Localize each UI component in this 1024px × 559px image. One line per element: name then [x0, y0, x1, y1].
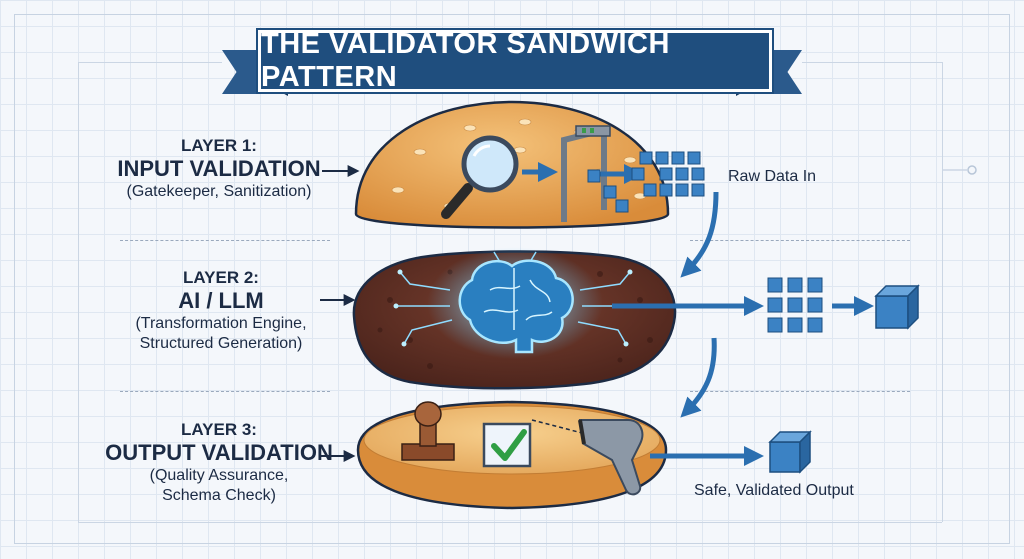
layer-2-label: LAYER 2: AI / LLM (Transformation Engine…	[96, 268, 346, 354]
page-title: THE VALIDATOR SANDWICH PATTERN	[261, 28, 670, 93]
layer-2-sub-2: Structured Generation)	[139, 335, 303, 352]
gate-scanner-icon	[561, 125, 611, 222]
frame-line-top-right	[802, 62, 942, 63]
safe-output-label: Safe, Validated Output	[694, 482, 854, 499]
cube-icon-layer-2	[874, 284, 920, 330]
frame-line-bottom	[78, 522, 942, 523]
separator-1-right	[690, 240, 910, 241]
banner-plate: THE VALIDATOR SANDWICH PATTERN	[258, 28, 772, 93]
layer-3-sub-1: (Quality Assurance,	[149, 467, 289, 484]
raw-data-in-label: Raw Data In	[728, 168, 817, 185]
frame-line-left	[78, 62, 79, 522]
magnifier-icon	[441, 135, 519, 219]
layer-2-sub-1: (Transformation Engine,	[135, 315, 307, 332]
frame-node-icon	[967, 165, 977, 175]
data-grid-icon	[767, 277, 823, 333]
cube-icon-layer-3	[768, 430, 812, 474]
outer-frame	[14, 14, 1010, 544]
layer-1-sub: (Gatekeeper, Sanitization)	[126, 183, 312, 200]
barcode-scanner-icon	[578, 419, 644, 496]
layer-3-sub-2: Schema Check)	[162, 487, 276, 504]
layer-1-heading: INPUT VALIDATION	[117, 156, 321, 181]
layer-2-tag: LAYER 2:	[183, 268, 259, 287]
separator-2-right	[690, 391, 910, 392]
layer-1-label: LAYER 1: INPUT VALIDATION (Gatekeeper, S…	[88, 136, 350, 202]
frame-line-right	[942, 62, 943, 522]
title-banner: THE VALIDATOR SANDWICH PATTERN	[222, 22, 802, 96]
checkbox-icon	[482, 422, 532, 468]
data-blocks-icon	[587, 151, 705, 213]
scanner-beam	[531, 419, 587, 435]
layer-1-tag: LAYER 1:	[181, 136, 257, 155]
separator-2-left	[120, 391, 330, 392]
layer-3-tag: LAYER 3:	[181, 420, 257, 439]
arrow-patty-to-bottom	[680, 337, 717, 418]
circuit-brain-icon	[393, 247, 639, 359]
separator-1-left	[120, 240, 330, 241]
stamp-icon	[401, 401, 455, 461]
arrow-raw-to-patty	[680, 191, 719, 278]
layer-3-heading: OUTPUT VALIDATION	[105, 440, 333, 465]
layer-2-heading: AI / LLM	[178, 288, 264, 313]
frame-line-top	[78, 62, 222, 63]
layer-3-label: LAYER 3: OUTPUT VALIDATION (Quality Assu…	[88, 420, 350, 506]
